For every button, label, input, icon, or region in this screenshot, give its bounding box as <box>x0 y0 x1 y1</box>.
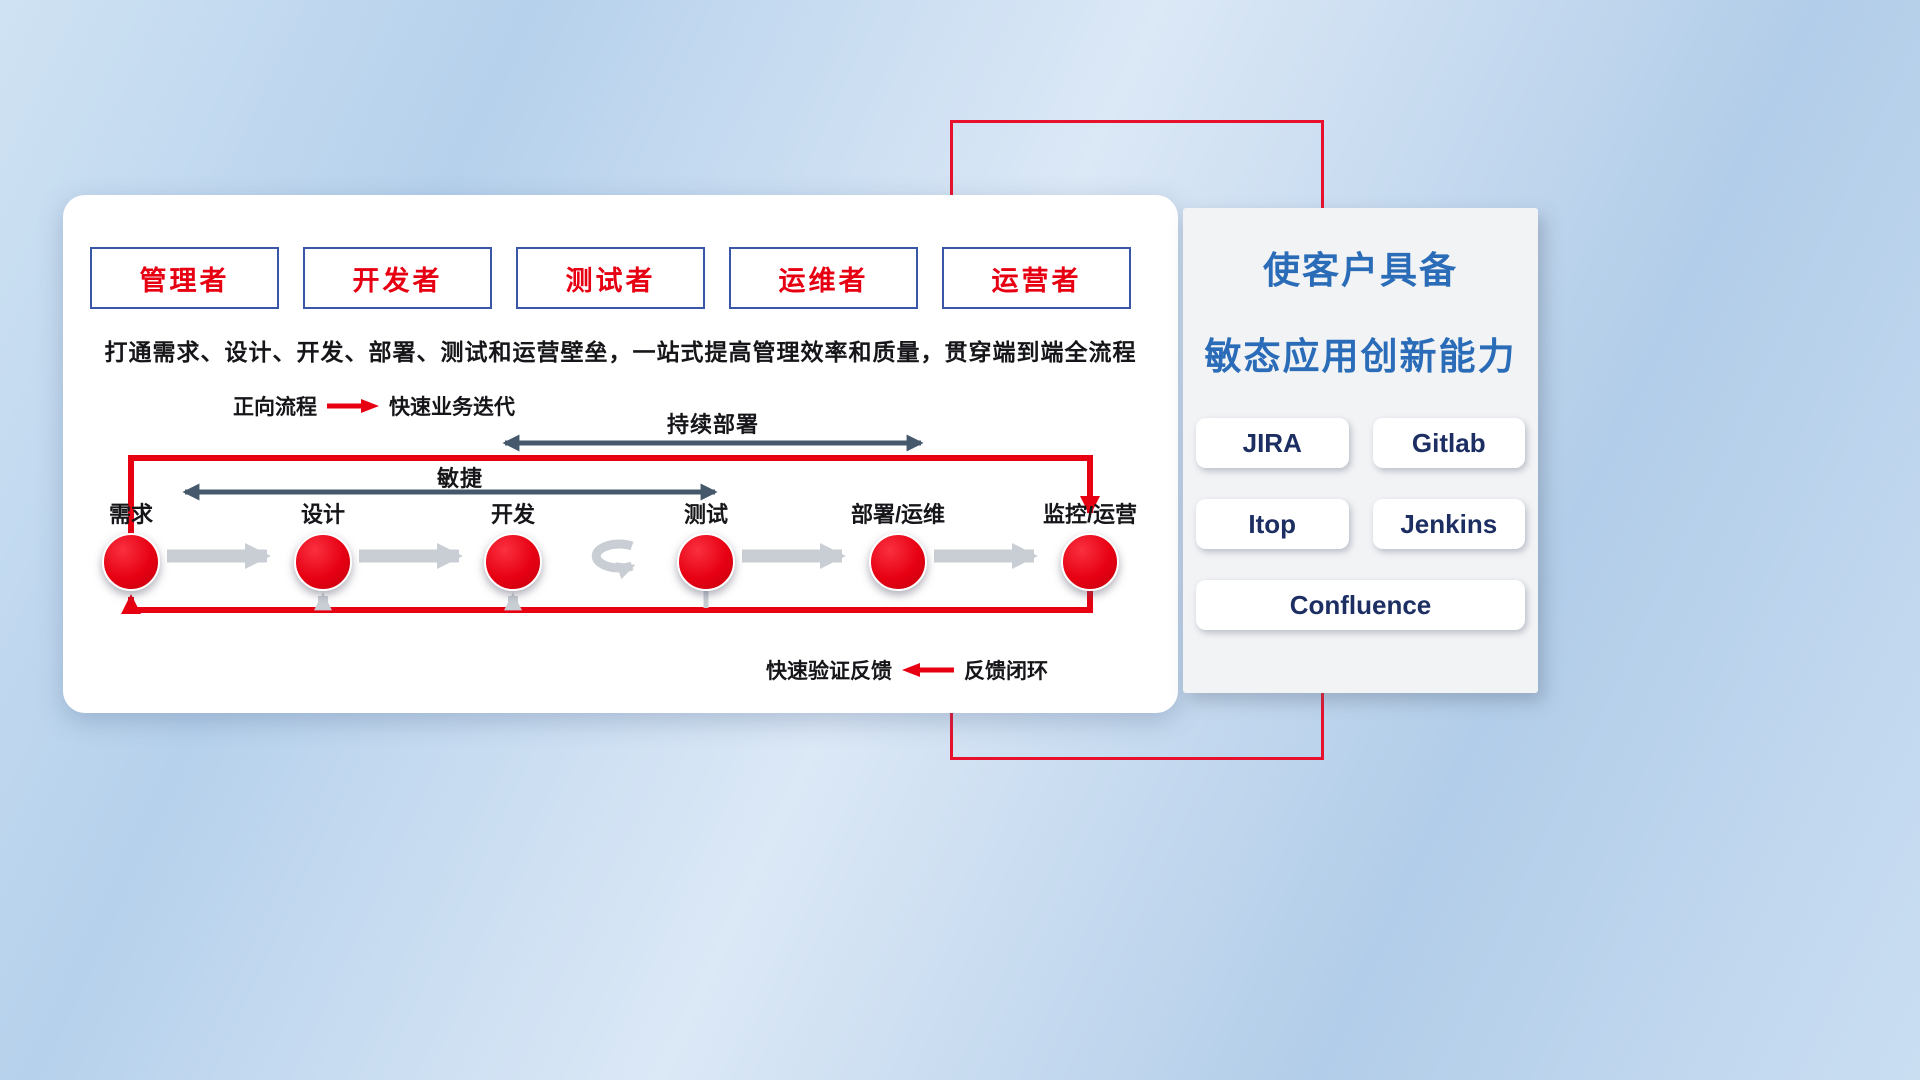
node-circle-development <box>484 533 542 591</box>
node-circle-requirements <box>102 533 160 591</box>
legend-feedback-label: 快速验证反馈 <box>766 660 892 683</box>
forward-arrow-icon <box>327 399 379 413</box>
tool-gitlab: Gitlab <box>1372 418 1525 468</box>
process-description: 打通需求、设计、开发、部署、测试和运营壁垒，一站式提高管理效率和质量，贯穿端到端… <box>104 339 1137 365</box>
role-box-operator: 运营者 <box>942 247 1131 309</box>
flow-node-development: 开发 <box>443 497 583 591</box>
tool-confluence: Confluence <box>1196 580 1525 630</box>
node-circle-monitor-operate <box>1061 533 1119 591</box>
node-label-monitor-operate: 监控/运营 <box>1042 502 1138 527</box>
devops-flow-card: 管理者 开发者 测试者 运维者 运营者 打通需求、设计、开发、部署、测试和运营壁… <box>63 195 1178 713</box>
node-circle-test <box>677 533 735 591</box>
legend-forward-flow: 正向流程 快速业务迭代 <box>233 391 515 421</box>
node-label-requirements: 需求 <box>108 502 153 527</box>
flow-node-deploy-ops: 部署/运维 <box>828 497 968 591</box>
flow-arrows-layer <box>121 434 1100 614</box>
role-label-tester: 测试者 <box>565 265 656 296</box>
tool-jenkins: Jenkins <box>1372 499 1525 549</box>
node-label-development: 开发 <box>490 502 535 527</box>
forward-loop-line <box>128 455 1100 545</box>
flow-node-monitor-operate: 监控/运营 <box>1020 497 1160 591</box>
role-box-ops: 运维者 <box>729 247 918 309</box>
node-label-deploy-ops: 部署/运维 <box>850 502 946 527</box>
role-box-developer: 开发者 <box>303 247 492 309</box>
flow-node-design: 设计 <box>253 497 393 591</box>
node-circle-deploy-ops <box>869 533 927 591</box>
agile-label: 敏捷 <box>436 466 484 491</box>
node-label-test: 测试 <box>683 502 728 527</box>
role-label-operator: 运营者 <box>991 265 1082 296</box>
legend-forward-label: 正向流程 <box>233 396 317 419</box>
capability-panel: 使客户具备 敏态应用创新能力 JIRA Gitlab Itop Jenkins … <box>1183 208 1538 693</box>
role-box-row: 管理者 开发者 测试者 运维者 运营者 <box>90 247 1131 309</box>
tool-grid: JIRA Gitlab Itop Jenkins Confluence <box>1196 418 1525 630</box>
role-label-manager: 管理者 <box>139 265 230 296</box>
continuous-deploy-label: 持续部署 <box>666 412 760 437</box>
panel-title-line2: 敏态应用创新能力 <box>1204 336 1517 377</box>
tool-jira: JIRA <box>1196 418 1349 468</box>
iteration-loop-icon <box>591 539 636 580</box>
role-box-tester: 测试者 <box>516 247 705 309</box>
role-label-developer: 开发者 <box>352 265 443 296</box>
flow-node-test: 测试 <box>636 497 776 591</box>
role-box-manager: 管理者 <box>90 247 279 309</box>
legend-forward-value: 快速业务迭代 <box>389 396 515 419</box>
panel-title-line1: 使客户具备 <box>1263 250 1458 291</box>
flow-node-requirements: 需求 <box>61 497 201 591</box>
node-circle-design <box>294 533 352 591</box>
legend-feedback: 快速验证反馈 反馈闭环 <box>766 655 1048 685</box>
role-label-ops: 运维者 <box>778 265 869 296</box>
legend-feedback-value: 反馈闭环 <box>964 660 1048 683</box>
feedback-arrow-icon <box>902 663 954 677</box>
node-label-design: 设计 <box>300 502 345 527</box>
tool-itop: Itop <box>1196 499 1349 549</box>
